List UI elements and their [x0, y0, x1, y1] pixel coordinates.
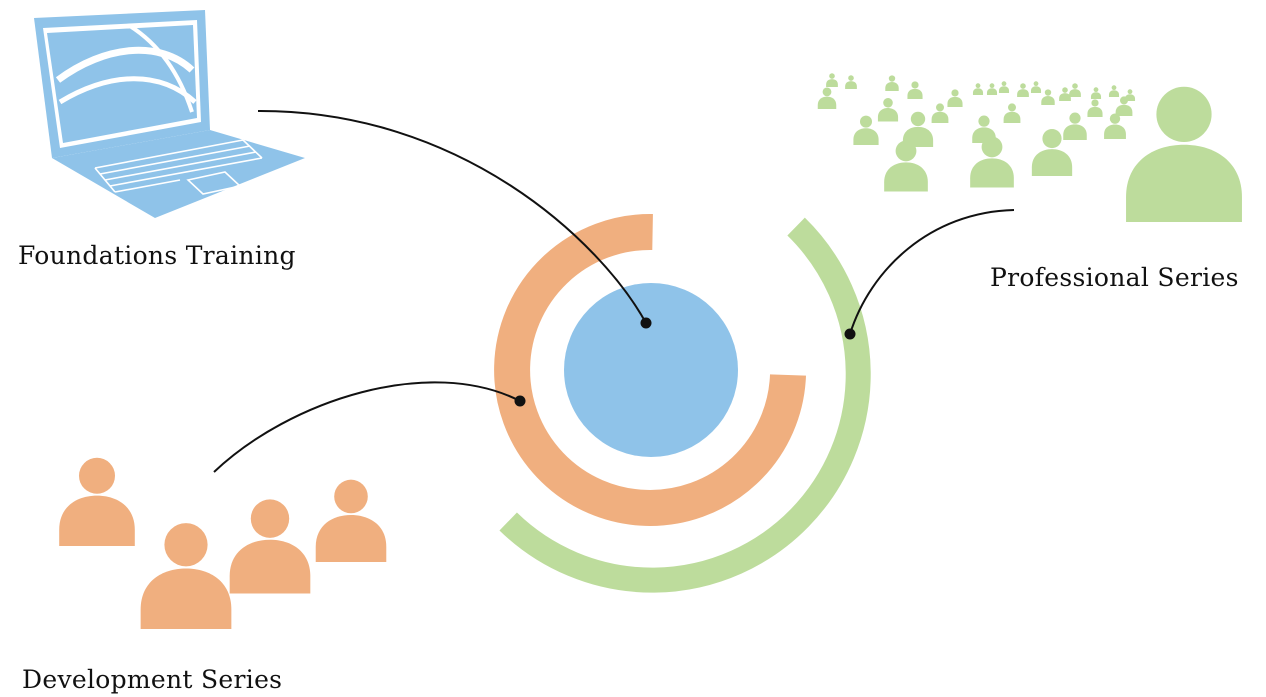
center-diagram [494, 213, 871, 593]
dot-development [514, 395, 526, 407]
development-series-label: Development Series [22, 665, 283, 694]
professional-ring-arc [499, 217, 871, 593]
connector-foundations [257, 109, 647, 324]
dot-foundations [640, 317, 652, 329]
dot-professional [844, 328, 856, 340]
laptop-icon [34, 10, 305, 218]
connector-dots [514, 317, 856, 407]
development-ring-arc [494, 213, 806, 526]
group-icon [59, 457, 387, 629]
connector-development [213, 381, 521, 473]
foundations-core-circle [564, 283, 738, 457]
professional-series-label: Professional Series [990, 263, 1239, 292]
connector-professional [849, 209, 1015, 335]
foundations-training-label: Foundations Training [18, 241, 296, 270]
crowd-icon [817, 73, 1242, 222]
connectors [213, 109, 1015, 473]
